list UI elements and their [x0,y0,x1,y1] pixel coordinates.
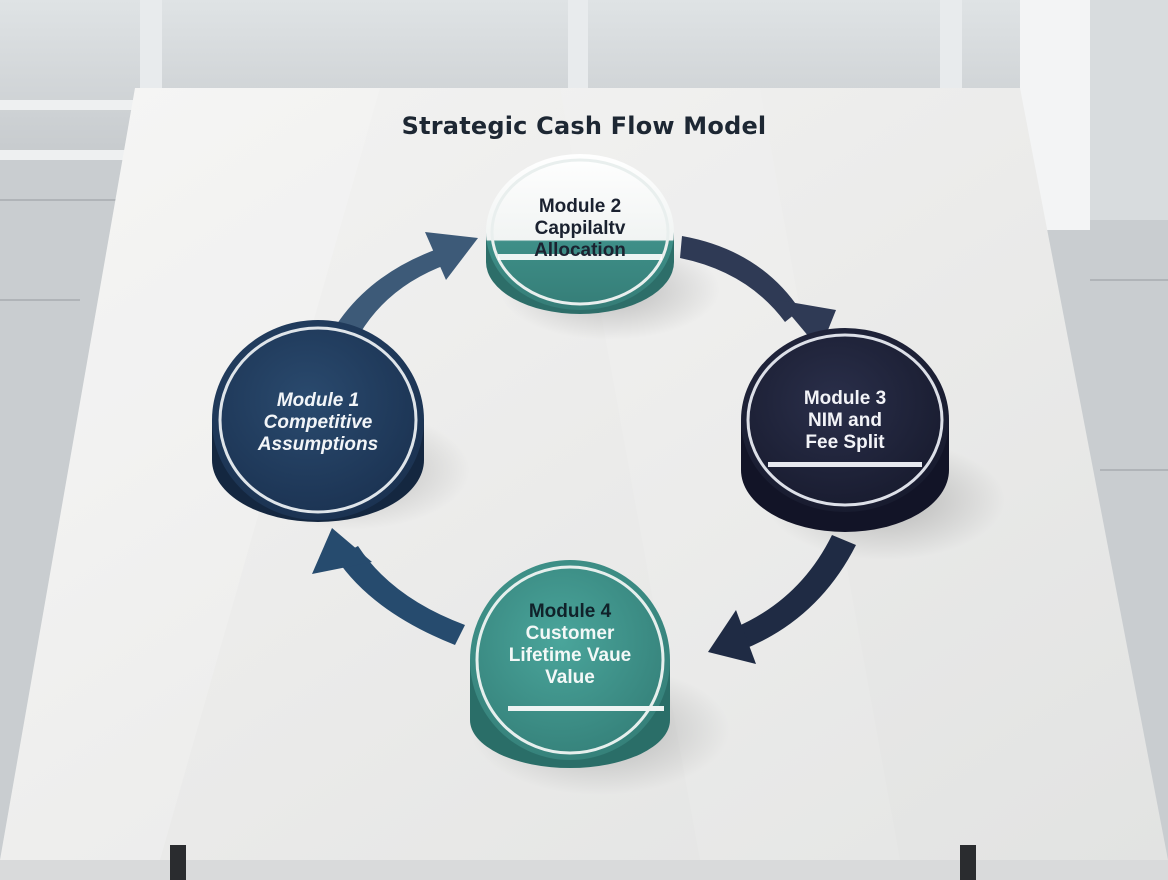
module-4-label: Module 4 Customer Lifetime Vaue Value [470,601,670,688]
module-1: Module 1 Competitive Assumptions [218,330,418,510]
module-1-line-1: Module 1 [276,390,360,411]
arrow-head-m1-to-m2 [425,232,478,280]
module-2-disc [486,154,674,314]
module-3-line-1: Module 3 [803,388,887,409]
module-4-line-2: Customer [525,622,615,644]
module-4: Module 4 Customer Lifetime Vaue Value [470,565,670,755]
module-3-line-3: Fee Split [805,431,885,453]
module-3: Module 3 NIM and Fee Split [745,330,945,510]
module-4-line-1: Module 4 [528,601,612,622]
module-1-label: Module 1 Competitive Assumptions [218,390,418,456]
module-1-disc [212,320,424,522]
module-4-line-4: Value [545,666,595,688]
arrow-m4-to-m1 [336,546,465,645]
module-4-disc [470,560,670,768]
arrow-m2-to-m3 [680,236,800,322]
module-2-line-2: Cappilaltv [534,217,626,239]
arrow-m3-to-m4 [734,535,856,650]
module-1-line-3: Assumptions [257,433,379,455]
arrow-head-m4-to-m1 [312,528,372,574]
module-3-line-2: NIM and [808,409,882,431]
diagram-title: Strategic Cash Flow Model [401,112,767,140]
module-2-line-3: Allocation [534,239,626,261]
module-2: Module 2 Cappilaltv Allocation [490,162,670,302]
module-2-label: Module 2 Cappilaltv Allocation [490,196,670,262]
module-1-line-2: Competitive [263,411,373,433]
module-2-line-1: Module 2 [538,196,622,217]
arrow-head-m3-to-m4 [708,610,756,664]
module-4-line-3: Lifetime Vaue [508,644,632,666]
module-3-disc [741,328,949,532]
module-3-label: Module 3 NIM and Fee Split [745,388,945,454]
